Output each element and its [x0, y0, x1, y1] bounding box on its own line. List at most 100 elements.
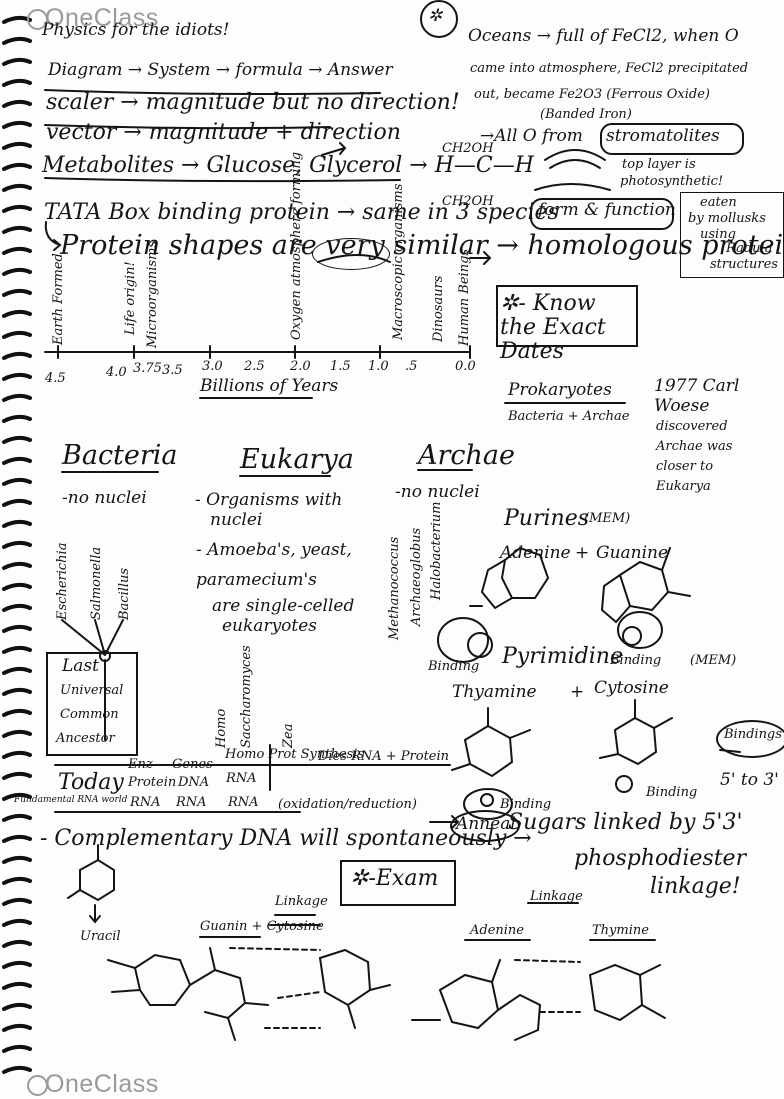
bindings-oval [716, 720, 784, 758]
sugars-line-1: Sugars linked by 5'3' [508, 810, 743, 835]
thymine-pair-label: Thymine [592, 923, 649, 938]
note-oceans-3: out, became Fe2O3 (Ferrous Oxide) [474, 87, 710, 102]
know-dates-box [496, 285, 638, 347]
prokaryotes-heading: Prokaryotes [508, 380, 612, 400]
note-stromatolites: stromatolites [606, 126, 720, 146]
purines-heading: Purines [504, 506, 590, 531]
spiral-coil [2, 645, 32, 654]
spiral-coil [2, 1044, 32, 1053]
spiral-coil [2, 876, 32, 885]
spiral-coil [2, 57, 32, 66]
spiral-coil [2, 519, 32, 528]
star-mark: ✲ [428, 6, 443, 26]
timeline-tick: 3.0 [202, 359, 223, 374]
spiral-coil [2, 141, 32, 150]
bacteria-note: -no nuclei [62, 488, 147, 508]
spiral-coil [2, 267, 32, 276]
note-all-o: →All O from [480, 126, 583, 146]
spiral-coil [2, 855, 32, 864]
spiral-coil [2, 288, 32, 297]
eukarya-note-1: - Organisms with [195, 490, 343, 510]
timeline-xlabel: Billions of Years [200, 376, 339, 396]
eukarya-note-4: paramecium's [196, 570, 317, 590]
spiral-coil [2, 750, 32, 759]
luca-line: Last [62, 656, 99, 676]
logo-ring-icon [27, 9, 48, 30]
oneclass-logo-bottom: OneClass [45, 1070, 159, 1098]
spiral-coil [2, 246, 32, 255]
exam-box [340, 860, 456, 906]
luca-line: Universal [60, 683, 124, 698]
timeline-tick: .5 [405, 359, 418, 374]
note-protein-shapes: Protein shapes are very similar → homolo… [60, 230, 784, 261]
binding-label: Binding [500, 797, 552, 812]
species-label: Halobacterium [429, 501, 444, 600]
stromatolites-box [600, 123, 744, 155]
woese-5: closer to [656, 459, 714, 474]
timeline-event: Life origin! [123, 261, 138, 335]
eukarya-note-3: - Amoeba's, yeast, [196, 540, 352, 560]
oneclass-logo-top: OneClass [45, 4, 159, 32]
adenine-pair-label: Adenine [470, 923, 524, 938]
spiral-coil [2, 918, 32, 927]
spiral-coil [2, 120, 32, 129]
spiral-coil [2, 36, 32, 45]
note-tata-box: TATA Box binding protein → same in 3 spe… [44, 200, 559, 225]
spiral-coil [2, 687, 32, 696]
spiral-coil [2, 78, 32, 87]
woese-1: 1977 Carl [654, 376, 740, 396]
spiral-coil [2, 729, 32, 738]
spiral-coil [2, 540, 32, 549]
spiral-coil [2, 204, 32, 213]
spiral-coil [2, 414, 32, 423]
table-cell: RNA [176, 795, 207, 810]
woese-2: Woese [654, 396, 710, 416]
timeline-tick: 2.5 [244, 359, 265, 374]
similar-oval [312, 238, 390, 270]
luca-box [46, 652, 138, 756]
note-eaten-3: using [700, 227, 736, 242]
complementary-note: - Complementary DNA will spontaneously → [40, 826, 532, 851]
luca-line: Common [60, 707, 119, 722]
note-ch2oh-top: CH2OH [442, 141, 494, 156]
anneal-label: Anneal [456, 814, 516, 834]
note-banded-iron: (Banded Iron) [540, 107, 632, 122]
note-physics-title: Physics for the idiots! [42, 20, 230, 40]
form-function-box [530, 198, 674, 230]
mem-label: (MEM) [690, 653, 737, 668]
timeline-event: Human Beings [457, 248, 472, 346]
note-eaten-5: structures [710, 257, 778, 272]
note-eaten-4: Radula [726, 241, 773, 256]
timeline-event: Dinosaurs [431, 275, 446, 342]
table-col: Enz [128, 757, 153, 772]
species-label: Bacillus [117, 567, 132, 620]
sugars-line-2: phosphodiester [574, 846, 747, 871]
gc-label: Guanin + Cytosine [200, 919, 324, 934]
plus-sign: + [570, 682, 585, 702]
table-homo-prot: Homo Prot Synthesis [225, 747, 365, 762]
spiral-coil [2, 183, 32, 192]
guanine-label: Guanine [596, 543, 669, 563]
exam-label: ✲-Exam [350, 866, 439, 891]
note-eaten-2: by mollusks [688, 211, 766, 226]
eukarya-heading: Eukarya [240, 444, 354, 475]
logo-ring-icon [27, 1075, 48, 1096]
species-label: Archaeoglobus [409, 527, 424, 626]
spiral-coil [2, 99, 32, 108]
star-circle [420, 0, 458, 38]
spiral-coil [2, 456, 32, 465]
table-col-sub: DNA [178, 775, 210, 790]
spiral-coil [2, 372, 32, 381]
timeline-tick: 1.5 [330, 359, 351, 374]
note-scalar: scaler → magnitude but no direction! [46, 90, 460, 115]
spiral-coil [2, 939, 32, 948]
table-dies: Dies RNA + Protein [318, 749, 450, 764]
eukarya-note-6: eukaryotes [222, 616, 318, 636]
bacteria-heading: Bacteria [62, 440, 178, 471]
spiral-coil [2, 393, 32, 402]
spiral-coil [2, 162, 32, 171]
spiral-coil [2, 771, 32, 780]
woese-3: discovered [656, 419, 728, 434]
